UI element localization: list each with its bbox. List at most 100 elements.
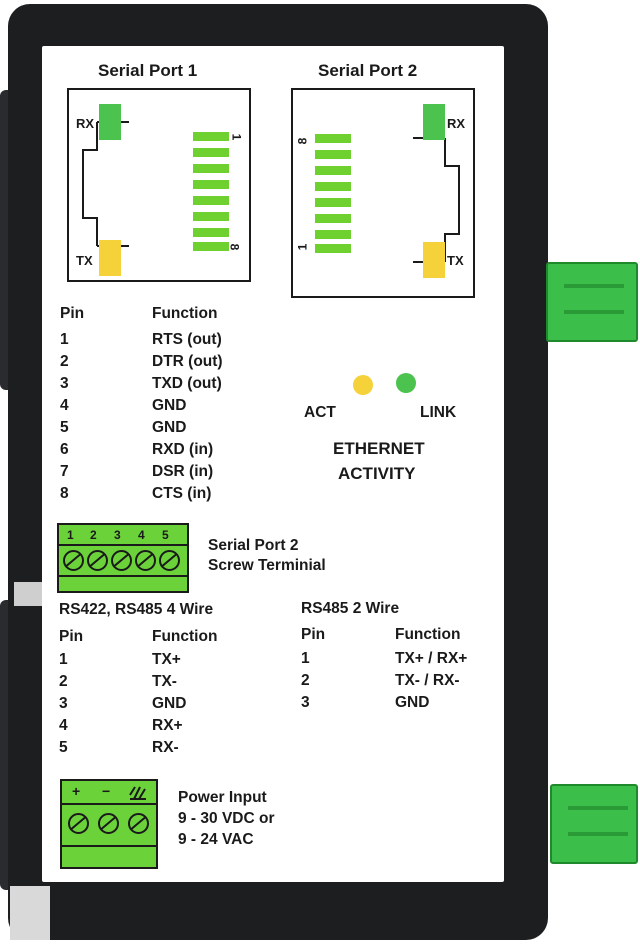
terminal-number: 2: [90, 528, 97, 542]
pin-last-label: 1: [295, 243, 310, 251]
rj45-outline-icon: [413, 137, 460, 263]
pin-contact: [315, 198, 351, 207]
pin-function: GND: [152, 419, 187, 436]
rs485-pin: 3: [301, 694, 310, 711]
link-label: LINK: [420, 404, 457, 421]
rs422-function-header: Function: [152, 628, 218, 645]
serial-port-2-diagram: 8 1: [291, 88, 475, 298]
pin-first-label: 8: [295, 137, 310, 145]
act-label: ACT: [304, 404, 336, 421]
housing-clip: [14, 582, 44, 606]
screw-icon: [68, 813, 89, 834]
activity-label: ACTIVITY: [338, 464, 416, 483]
tx-led-icon: [99, 240, 121, 276]
pin-number: 6: [60, 441, 69, 458]
pin-function: RXD (in): [152, 441, 214, 458]
pin-contact: [193, 164, 229, 173]
tx-label: TX: [447, 253, 464, 268]
pin-number: 7: [60, 463, 69, 480]
terminal-number: 5: [162, 528, 169, 542]
pin-function: TXD (out): [152, 375, 222, 392]
serial-port-2-title: Serial Port 2: [318, 61, 418, 80]
ground-icon: [129, 786, 146, 800]
side-connector-bottom[interactable]: [550, 784, 638, 864]
rx-led-icon: [423, 104, 445, 140]
rs422-title: RS422, RS485 4 Wire: [59, 601, 214, 618]
pin-number: 2: [60, 353, 69, 370]
screw-icon: [111, 550, 132, 571]
screw-icon: [128, 813, 149, 834]
ethernet-label: ETHERNET: [333, 439, 425, 458]
rs485-pin: 2: [301, 672, 310, 689]
rs422-function: TX-: [152, 673, 177, 690]
pin-number: 8: [60, 485, 69, 502]
terminal-number: 3: [114, 528, 121, 542]
minus-label: −: [102, 783, 111, 799]
pin-number: 5: [60, 419, 69, 436]
pin-number: 4: [60, 397, 69, 414]
side-connector-top[interactable]: [546, 262, 638, 342]
rs485-function-header: Function: [395, 626, 461, 643]
power-input-title: Power Input: [178, 789, 267, 806]
rx-label: RX: [76, 116, 95, 131]
rs422-pin: 1: [59, 651, 68, 668]
pin-contact: [193, 228, 229, 237]
serial-port-1-diagram: 1 8: [67, 88, 251, 282]
terminal-number: 1: [67, 528, 74, 542]
pin-contact: [193, 132, 229, 141]
pin-function: GND: [152, 397, 187, 414]
pin-header: Pin: [60, 305, 85, 322]
housing-foot: [10, 886, 50, 940]
screw-terminal-subtitle: Screw Terminial: [208, 557, 326, 574]
act-led-icon: [353, 375, 373, 395]
power-screw-terminal: + −: [60, 779, 158, 869]
pin-contact: [193, 212, 229, 221]
rs422-function: RX+: [152, 717, 183, 734]
serial-screw-terminal: 1 2 3 4 5: [57, 523, 189, 593]
screw-icon: [159, 550, 180, 571]
pin-first-label: 1: [229, 133, 244, 141]
power-input-dc: 9 - 30 VDC or: [178, 810, 275, 827]
rs422-pin: 2: [59, 673, 68, 690]
rs422-pin: 3: [59, 695, 68, 712]
screw-terminal-title: Serial Port 2: [208, 537, 299, 554]
pin-contact: [193, 148, 229, 157]
screw-icon: [87, 550, 108, 571]
rs485-pin: 1: [301, 650, 310, 667]
rs485-pin-header: Pin: [301, 626, 326, 643]
pin-last-label: 8: [227, 243, 242, 251]
pin-number: 1: [60, 331, 69, 348]
rs485-function: GND: [395, 694, 430, 711]
plus-label: +: [72, 783, 81, 799]
serial-port-1-title: Serial Port 1: [98, 61, 198, 80]
pin-contact: [315, 182, 351, 191]
rs422-function: TX+: [152, 651, 181, 668]
rx-label: RX: [447, 116, 466, 131]
rs485-function: TX- / RX-: [395, 672, 460, 689]
rs422-pin: 4: [59, 717, 68, 734]
link-led-icon: [396, 373, 416, 393]
rs422-function: GND: [152, 695, 187, 712]
tx-led-icon: [423, 242, 445, 278]
screw-icon: [98, 813, 119, 834]
pin-contact: [193, 180, 229, 189]
terminal-number: 4: [138, 528, 145, 542]
pin-contact: [193, 196, 229, 205]
pin-contact: [315, 214, 351, 223]
pin-contact: [315, 166, 351, 175]
rs422-pin-header: Pin: [59, 628, 84, 645]
pin-contact: [315, 230, 351, 239]
pin-contact: [193, 242, 229, 251]
power-input-ac: 9 - 24 VAC: [178, 831, 254, 848]
rs422-pin: 5: [59, 739, 68, 756]
screw-icon: [63, 550, 84, 571]
pin-function: CTS (in): [152, 485, 212, 502]
pin-contact: [315, 150, 351, 159]
pin-contact: [315, 244, 351, 253]
pin-function: DTR (out): [152, 353, 223, 370]
pin-number: 3: [60, 375, 69, 392]
tx-label: TX: [76, 253, 93, 268]
function-header: Function: [152, 305, 218, 322]
rs422-function: RX-: [152, 739, 179, 756]
rs485-title: RS485 2 Wire: [301, 600, 400, 617]
